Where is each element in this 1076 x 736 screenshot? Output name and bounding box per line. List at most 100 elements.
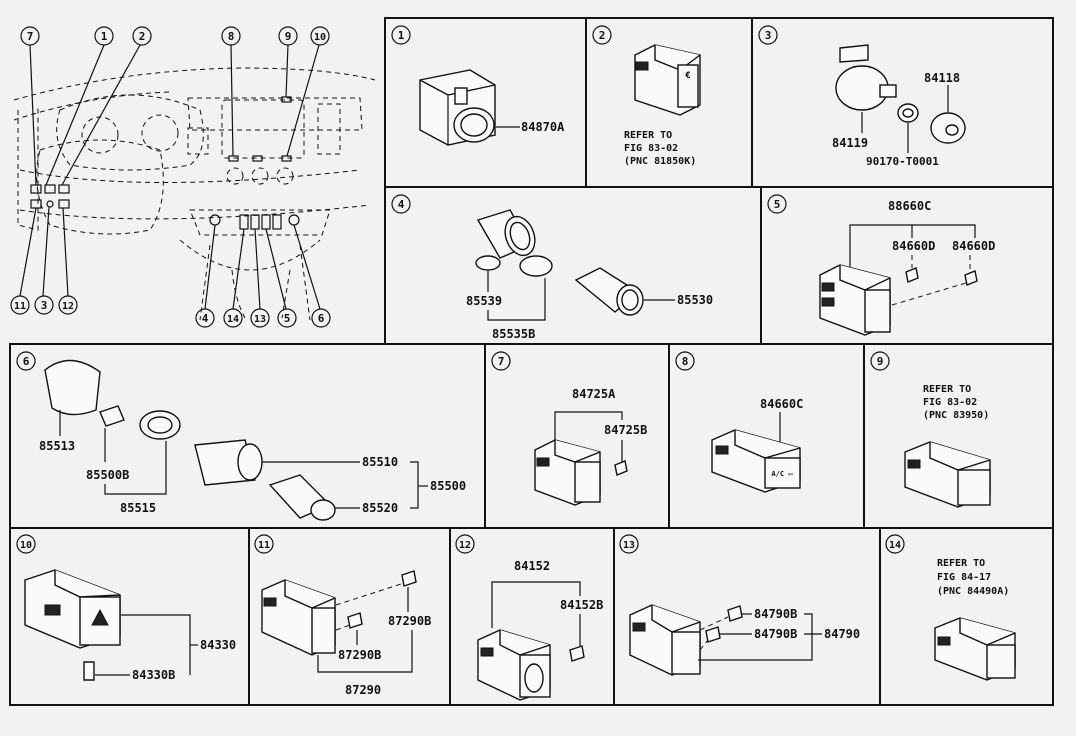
panel-14-number: 14 xyxy=(889,540,901,551)
callout-4-label: 4 xyxy=(202,312,209,325)
panel-14: 14 REFER TO FIG 84-17 (PNC 84490A) xyxy=(885,534,1016,681)
switch-84725A-drawing xyxy=(534,439,628,506)
panel-7-number: 7 xyxy=(498,355,505,368)
panel-9: 9 REFER TO FIG 83-02 (PNC 83950) xyxy=(870,351,991,508)
panel-2-refer-line-1: REFER TO xyxy=(624,130,672,141)
panel-10-number: 10 xyxy=(20,540,32,551)
panel-11-number: 11 xyxy=(258,540,270,551)
panel-2-refer-line-3: (PNC 81850K) xyxy=(624,156,696,167)
panel-grid xyxy=(9,17,1054,706)
part-label-84660D-b: 84660D xyxy=(952,239,995,253)
callout-4 xyxy=(195,308,215,328)
part-label-85535B: 85535B xyxy=(492,327,535,341)
callout-12 xyxy=(58,295,78,315)
callout-14-label: 14 xyxy=(227,314,239,325)
switch-84660C-drawing: A/C ▭ xyxy=(711,429,801,493)
part-label-84870A: 84870A xyxy=(521,120,565,134)
part-label-85515: 85515 xyxy=(120,501,156,515)
callout-7-label: 7 xyxy=(27,30,34,43)
callout-2 xyxy=(132,26,152,46)
panel-7: 7 84725A 84725B xyxy=(491,351,647,506)
dashboard-overview: 7 1 2 8 9 10 11 3 12 4 14 13 5 6 xyxy=(10,26,376,328)
part-label-84790B-b: 84790B xyxy=(754,627,797,641)
panel-14-refer-line-3: (PNC 84490A) xyxy=(937,586,1009,597)
switch-84870A-drawing xyxy=(419,69,496,146)
power-outlet-drawing xyxy=(475,209,644,316)
switch-87290-drawing xyxy=(261,570,417,656)
ignition-cylinder-drawing xyxy=(835,44,966,144)
callout-6 xyxy=(311,308,331,328)
part-label-85530: 85530 xyxy=(677,293,713,307)
panel-4-number: 4 xyxy=(398,198,405,211)
panel-6: 6 85513 85500B 85515 85510 85520 85500 xyxy=(16,351,466,521)
panel-13: 13 84790B 84790B 84790 xyxy=(619,534,860,676)
switch-88660C-drawing xyxy=(819,264,978,336)
panel-8: 8 84660C A/C ▭ xyxy=(675,351,803,493)
part-label-90170-T0001: 90170-T0001 xyxy=(866,155,939,168)
callout-13 xyxy=(250,308,270,328)
panel-13-number: 13 xyxy=(623,540,635,551)
switch-81850K-drawing: € xyxy=(634,44,701,116)
callout-9 xyxy=(278,26,298,46)
panel-1: 1 84870A xyxy=(391,25,565,146)
panel-12: 12 84152 84152B xyxy=(455,534,603,701)
hazard-switch-drawing xyxy=(24,569,121,681)
part-label-88660C: 88660C xyxy=(888,199,931,213)
panel-4: 4 85539 85535B 85530 xyxy=(391,194,713,341)
panel-3: 3 84118 84119 90170-T0001 xyxy=(758,25,966,168)
part-label-84118: 84118 xyxy=(924,71,960,85)
switch-84790-drawing xyxy=(629,604,743,676)
part-label-84790: 84790 xyxy=(824,627,860,641)
part-label-84660C: 84660C xyxy=(760,397,803,411)
callout-1 xyxy=(94,26,114,46)
svg-text:€: € xyxy=(685,71,690,81)
callout-11-label: 11 xyxy=(14,301,26,312)
panel-9-refer-line-2: FIG 83-02 xyxy=(923,397,977,408)
callout-3-label: 3 xyxy=(41,299,48,312)
part-label-87290B-a: 87290B xyxy=(388,614,431,628)
part-label-87290: 87290 xyxy=(345,683,381,697)
part-label-84330: 84330 xyxy=(200,638,236,652)
callout-5 xyxy=(277,308,297,328)
panel-10: 10 84330 84330B xyxy=(16,534,236,682)
panel-9-refer-line-3: (PNC 83950) xyxy=(923,410,989,421)
callout-2-label: 2 xyxy=(139,30,146,43)
callout-9-label: 9 xyxy=(285,30,292,43)
panel-5: 5 88660C 84660D 84660D xyxy=(767,194,995,336)
panel-1-number: 1 xyxy=(398,29,405,42)
callout-13-label: 13 xyxy=(254,314,266,325)
panel-12-number: 12 xyxy=(459,540,471,551)
panel-11: 11 87290B 87290B 87290 xyxy=(254,534,431,697)
switch-83950-drawing xyxy=(904,441,991,508)
callout-11 xyxy=(10,295,30,315)
callout-10-label: 10 xyxy=(314,32,326,43)
part-label-84725A: 84725A xyxy=(572,387,616,401)
part-label-85500B: 85500B xyxy=(86,468,129,482)
part-label-85510: 85510 xyxy=(362,455,398,469)
panel-6-number: 6 xyxy=(23,355,30,368)
panel-14-refer-line-2: FIG 84-17 xyxy=(937,572,991,583)
part-label-85520: 85520 xyxy=(362,501,398,515)
callout-5-label: 5 xyxy=(284,312,291,325)
cigarette-lighter-drawing xyxy=(44,359,336,521)
part-label-84330B: 84330B xyxy=(132,668,175,682)
part-label-84152: 84152 xyxy=(514,559,550,573)
callout-3 xyxy=(34,295,54,315)
callout-8-label: 8 xyxy=(228,30,235,43)
svg-text:A/C ▭: A/C ▭ xyxy=(771,470,792,478)
panel-2: 2 € REFER TO FIG 83-02 (PNC 81850K) xyxy=(592,25,701,167)
part-label-84660D-a: 84660D xyxy=(892,239,935,253)
callout-14 xyxy=(223,308,243,328)
panel-5-number: 5 xyxy=(774,198,781,211)
part-label-84119: 84119 xyxy=(832,136,868,150)
part-label-85539: 85539 xyxy=(466,294,502,308)
part-label-84790B-a: 84790B xyxy=(754,607,797,621)
panel-14-refer-line-1: REFER TO xyxy=(937,558,985,569)
callout-10 xyxy=(310,26,330,46)
panel-9-refer-line-1: REFER TO xyxy=(923,384,971,395)
part-label-85500: 85500 xyxy=(430,479,466,493)
part-label-84152B: 84152B xyxy=(560,598,603,612)
part-label-85513: 85513 xyxy=(39,439,75,453)
callout-7 xyxy=(20,26,40,46)
